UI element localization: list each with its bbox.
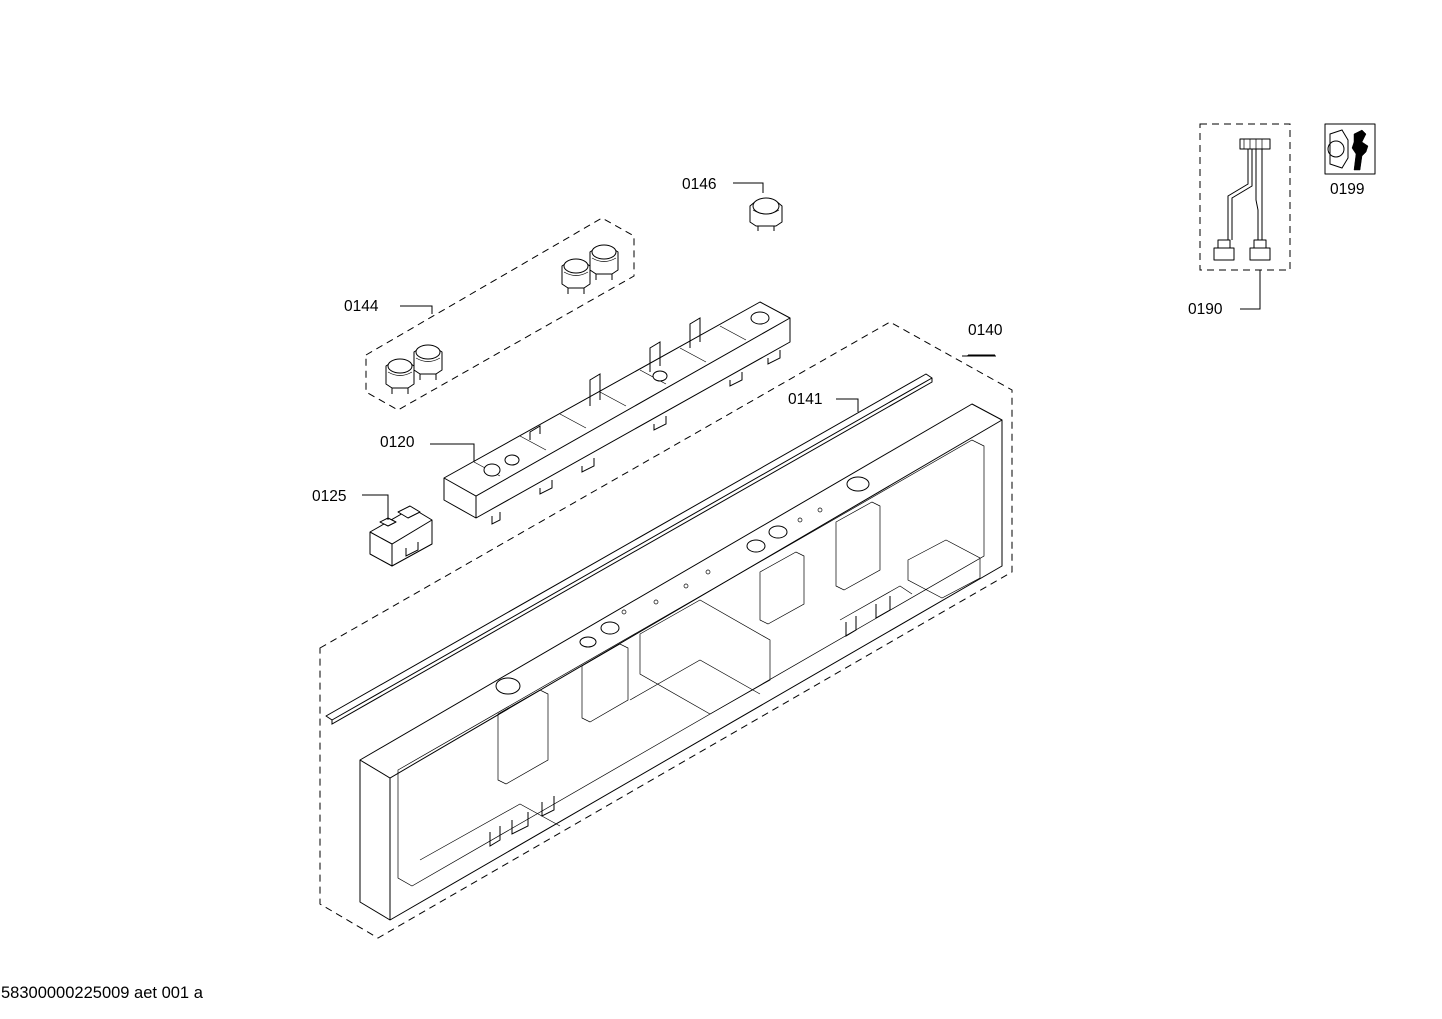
part-label-0144[interactable]: 0144 [344, 298, 379, 315]
part-label-0199[interactable]: 0199 [1330, 181, 1364, 198]
part-0144[interactable] [365, 217, 635, 411]
drawing-code: 58300000225009 aet 001 a [1, 984, 204, 1002]
part-label-0120[interactable]: 0120 [380, 434, 415, 451]
part-label-0190[interactable]: 0190 [1188, 301, 1223, 318]
part-0190[interactable] [1199, 123, 1291, 310]
wrench-nut-icon [1327, 129, 1369, 171]
part-0199[interactable] [1324, 123, 1376, 175]
part-label-0141[interactable]: 0141 [788, 391, 822, 408]
part-0125[interactable] [362, 494, 433, 567]
part-label-0140[interactable]: 0140 [968, 322, 1003, 339]
part-0120[interactable] [430, 301, 791, 525]
part-label-0146[interactable]: 0146 [682, 176, 716, 193]
part-0141[interactable] [325, 373, 933, 725]
part-0140[interactable] [319, 321, 1013, 939]
part-0146[interactable] [733, 182, 783, 231]
part-label-0125[interactable]: 0125 [312, 488, 346, 505]
